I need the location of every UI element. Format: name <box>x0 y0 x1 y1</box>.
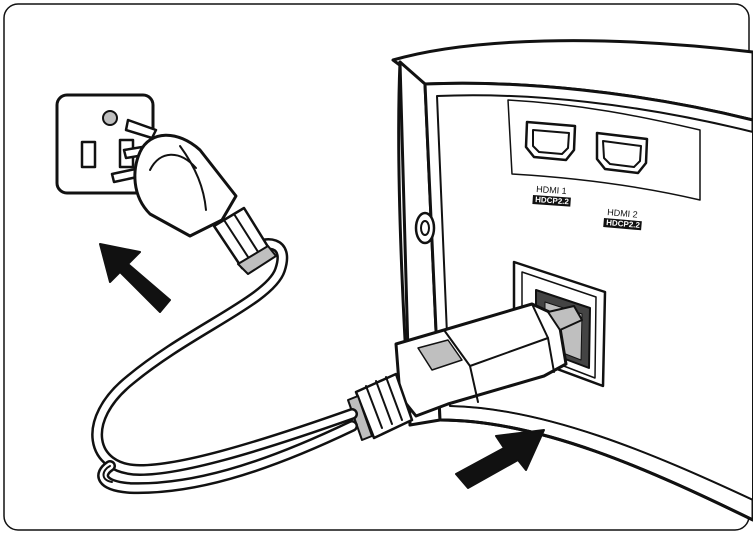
iec-connector-icon <box>347 302 583 441</box>
arrow-icon <box>455 429 545 489</box>
hdmi2-hdcp-badge <box>603 218 642 231</box>
hdmi2-port-label: HDMI 2 <box>607 207 638 220</box>
hdmi1-hdcp-badge <box>532 195 571 207</box>
hdmi-port-icon <box>595 131 649 175</box>
hdmi1-hdcp-badge-text: HDCP2.2 <box>535 195 570 206</box>
power-cord-icon <box>91 238 358 495</box>
hdmi1-port-label: HDMI 1 <box>536 184 567 196</box>
hdmi2-hdcp-badge-text: HDCP2.2 <box>606 218 641 230</box>
arrow-icon <box>99 243 171 313</box>
power-plug-icon <box>110 118 277 275</box>
hdmi-port-panel <box>507 99 701 201</box>
hdmi-port-icon <box>524 120 577 162</box>
